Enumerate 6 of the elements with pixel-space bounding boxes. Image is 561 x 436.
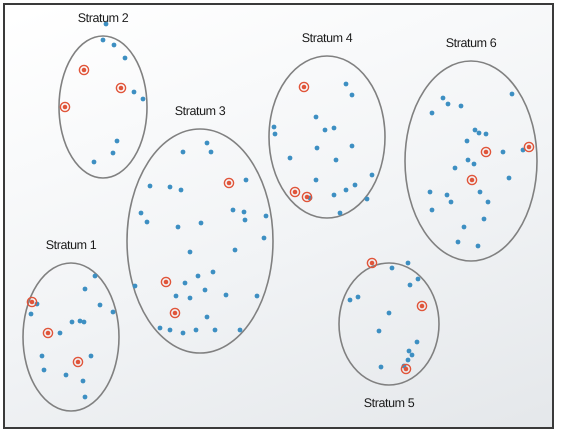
stratum-label: Stratum 2 bbox=[78, 11, 128, 25]
stratum-label: Stratum 1 bbox=[46, 238, 96, 252]
stratum-label: Stratum 5 bbox=[364, 396, 414, 410]
stratum-label: Stratum 3 bbox=[174, 104, 226, 118]
stratum-label: Stratum 4 bbox=[302, 31, 352, 45]
stratum-label: Stratum 6 bbox=[446, 36, 496, 50]
